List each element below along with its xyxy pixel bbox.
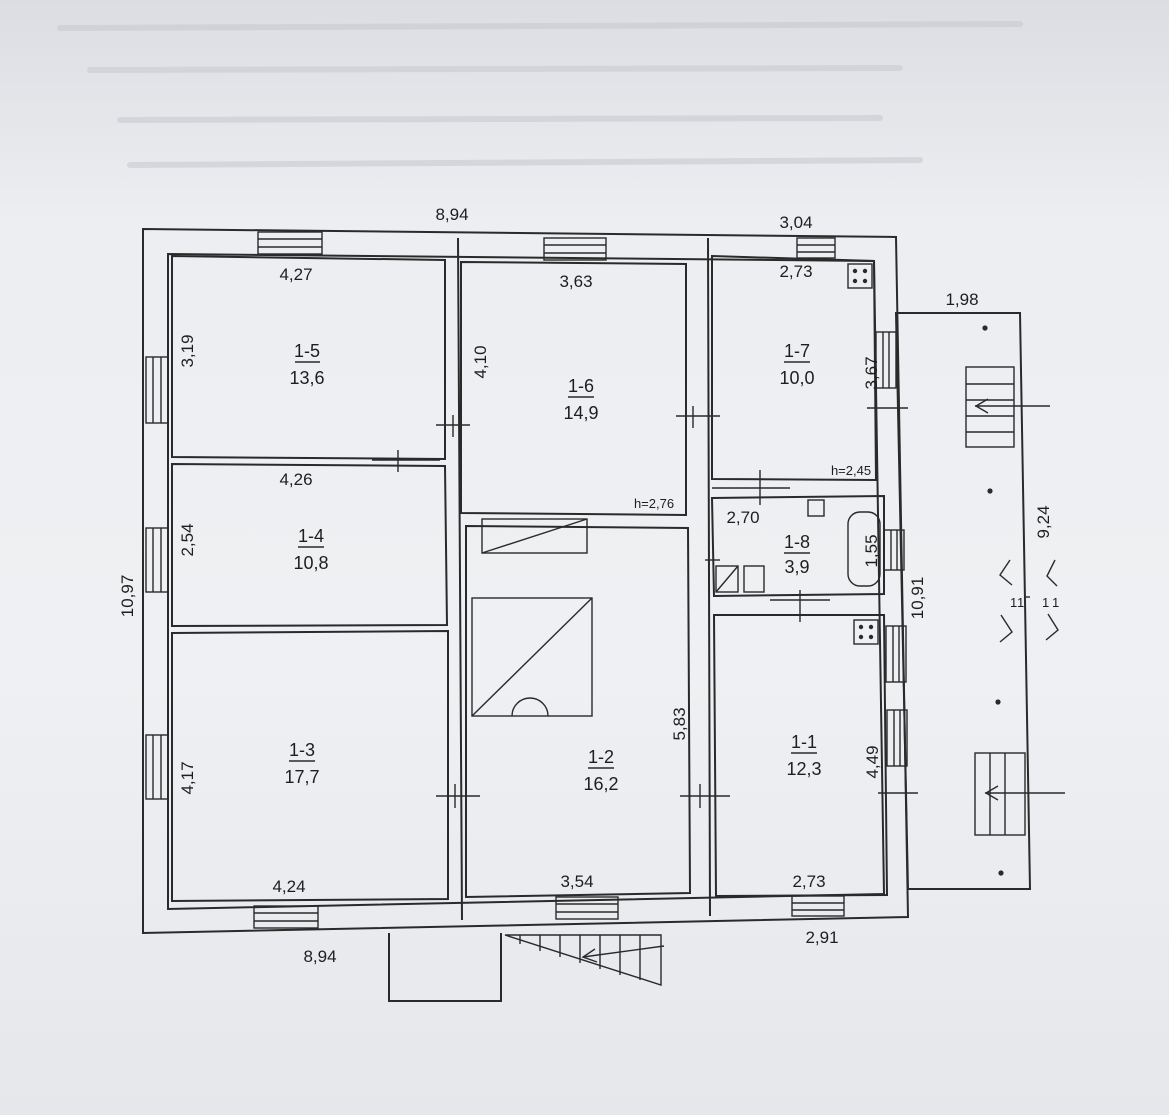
room-area-1-4: 10,8 bbox=[293, 553, 328, 573]
stair-box bbox=[471, 518, 593, 717]
dim-bottom-right: 2,91 bbox=[805, 928, 838, 947]
room-id-1-7: 1-7 bbox=[784, 341, 810, 361]
interior-walls bbox=[171, 237, 889, 921]
dim-r13-width: 4,24 bbox=[272, 877, 305, 896]
dim-r17-width: 2,73 bbox=[779, 262, 812, 281]
dim-r15-height: 3,19 bbox=[178, 334, 197, 367]
dim-top-right: 3,04 bbox=[779, 213, 812, 232]
dim-terrace-width: 1,98 bbox=[945, 290, 978, 309]
room-area-1-3: 17,7 bbox=[284, 767, 319, 787]
dim-r13-height: 4,17 bbox=[178, 761, 197, 794]
room-id-1-5: 1-5 bbox=[294, 341, 320, 361]
bleed-through-text bbox=[57, 21, 1023, 168]
room-id-1-8: 1-8 bbox=[784, 532, 810, 552]
room-id-1-1: 1-1 bbox=[791, 732, 817, 752]
dim-r14-height: 2,54 bbox=[178, 523, 197, 556]
dim-r18-width: 2,70 bbox=[726, 508, 759, 527]
section-mark: 1 bbox=[1052, 595, 1059, 610]
doors bbox=[372, 406, 918, 808]
ceiling-height-r17: h=2,45 bbox=[831, 463, 871, 478]
terrace bbox=[894, 312, 1065, 890]
fixtures bbox=[715, 263, 881, 645]
room-area-1-7: 10,0 bbox=[779, 368, 814, 388]
dim-r14-width: 4,26 bbox=[279, 470, 312, 489]
dim-r11-width: 2,73 bbox=[792, 872, 825, 891]
dim-top-left: 8,94 bbox=[435, 205, 468, 224]
room-id-1-2: 1-2 bbox=[588, 747, 614, 767]
section-marks: 1 1 1 1 bbox=[999, 559, 1059, 643]
room-area-1-1: 12,3 bbox=[786, 759, 821, 779]
dim-r12-height: 5,83 bbox=[670, 707, 689, 740]
section-mark: 1 bbox=[1042, 595, 1049, 610]
room-area-1-5: 13,6 bbox=[289, 368, 324, 388]
dim-terrace-length: 9,24 bbox=[1034, 505, 1053, 538]
dim-right-total: 10,91 bbox=[908, 577, 927, 620]
dim-r16-width: 3,63 bbox=[559, 272, 592, 291]
room-labels: 1-5 13,6 1-6 14,9 1-7 10,0 1-4 10,8 1-8 … bbox=[284, 341, 821, 794]
dim-r15-width: 4,27 bbox=[279, 265, 312, 284]
room-id-1-3: 1-3 bbox=[289, 740, 315, 760]
dim-r17-height: 3,67 bbox=[862, 356, 881, 389]
dim-left-total: 10,97 bbox=[118, 575, 137, 618]
dim-r16-height: 4,10 bbox=[471, 345, 490, 378]
room-id-1-6: 1-6 bbox=[568, 376, 594, 396]
room-area-1-6: 14,9 bbox=[563, 403, 598, 423]
room-area-1-2: 16,2 bbox=[583, 774, 618, 794]
section-mark: 1 bbox=[1010, 595, 1017, 610]
dim-bottom-left: 8,94 bbox=[303, 947, 336, 966]
porch bbox=[388, 933, 665, 1002]
outer-walls bbox=[142, 227, 910, 935]
dimension-labels: 8,94 3,04 8,94 2,91 10,97 10,91 1,98 9,2… bbox=[118, 205, 1053, 966]
section-mark: 1 bbox=[1017, 595, 1024, 610]
dim-r12-width: 3,54 bbox=[560, 872, 593, 891]
room-id-1-4: 1-4 bbox=[298, 526, 324, 546]
dim-r18-height: 1,55 bbox=[862, 534, 881, 567]
dim-r11-height: 4,49 bbox=[863, 745, 882, 778]
room-area-1-8: 3,9 bbox=[784, 557, 809, 577]
ceiling-height-r16: h=2,76 bbox=[634, 496, 674, 511]
windows bbox=[145, 231, 908, 929]
